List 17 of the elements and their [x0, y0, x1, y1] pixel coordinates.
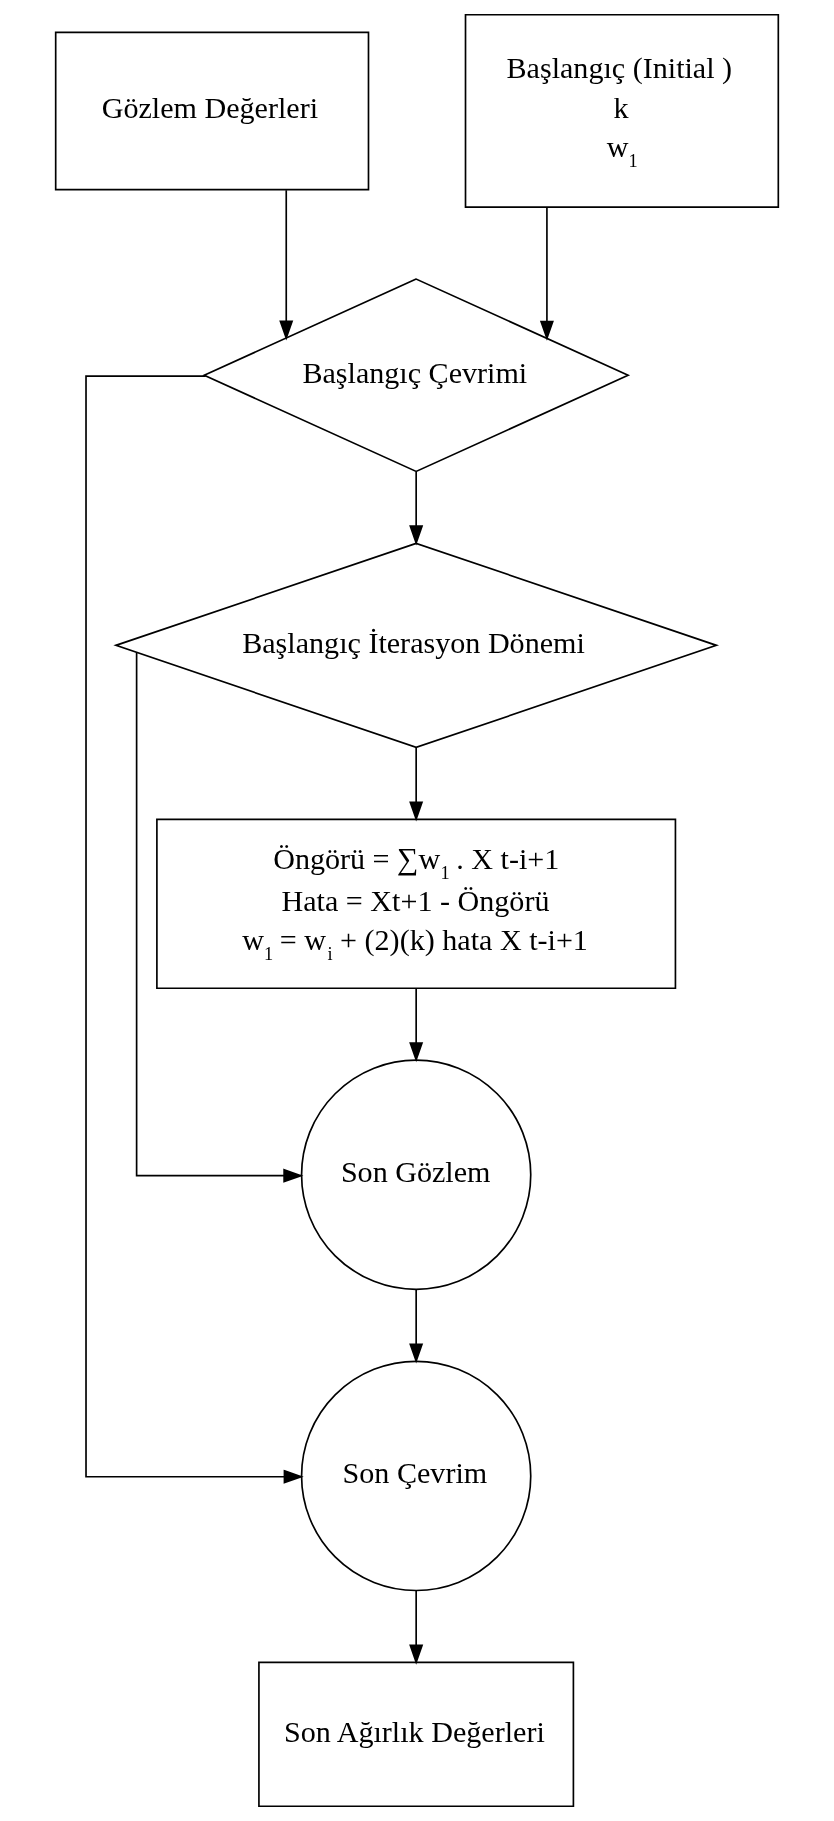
node-box: Başlangıç (Initial ) k w$_{1}$ [464, 13, 780, 208]
node-diamond: Başlangıç Çevrimi [202, 278, 631, 473]
node-box: Gözlem Değerleri [54, 31, 370, 191]
node-diamond: Başlangıç İterasyon Dönemi [113, 542, 719, 749]
node-box: Öngörü = ∑w$_{1}$ . X t-i+1 Hata = Xt+1 - Öngörü w$_{1}$ = w$_{i}$ + (2)(k) hata X t-i+1 [156, 818, 677, 990]
arrow [539, 207, 554, 341]
node-circle: Son Çevrim [300, 1360, 532, 1592]
arrow [409, 987, 424, 1063]
arrow [409, 471, 424, 546]
node-box: Son Ağırlık Değerleri [258, 1661, 575, 1808]
node-circle: Son Gözlem [300, 1059, 532, 1291]
arrow [85, 375, 304, 1484]
arrow [135, 652, 304, 1183]
arrow [279, 189, 294, 341]
arrow [409, 1288, 424, 1364]
arrow [409, 1589, 424, 1665]
arrow [409, 746, 424, 822]
